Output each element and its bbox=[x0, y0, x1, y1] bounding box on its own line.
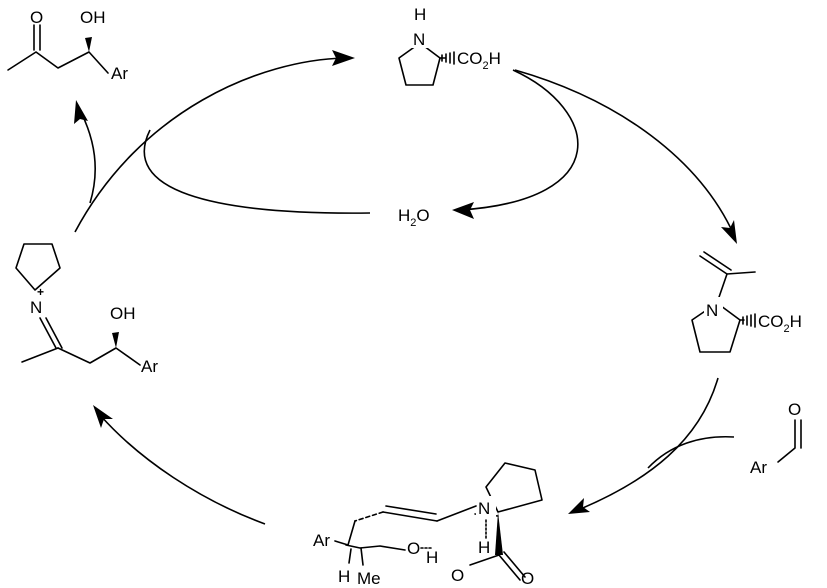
arrow-to-product bbox=[79, 109, 96, 204]
ts-methyl-label: Me bbox=[357, 569, 381, 588]
aldehyde-oxygen-label: O bbox=[788, 400, 801, 419]
arrow-water-loop-right bbox=[459, 69, 579, 211]
ts-oxygen-label: O bbox=[407, 539, 420, 558]
iminium-charge-label: + bbox=[37, 285, 44, 299]
product-ketone-oxygen: O bbox=[30, 8, 43, 27]
proline-carboxyl-label: CO2H bbox=[457, 49, 501, 72]
arrow-to-enamine bbox=[514, 69, 735, 236]
arrow-water-loop-left bbox=[143, 129, 371, 214]
aldol-product-structure: O OH Ar bbox=[7, 8, 128, 83]
ts-carbonyl-oxygen-label: O bbox=[521, 569, 534, 588]
product-hydroxyl-label: OH bbox=[80, 8, 106, 27]
ts-nitrogen-label: N bbox=[478, 499, 490, 518]
ts-aryl-label: Ar bbox=[313, 531, 330, 550]
arrow-aldehyde-entry bbox=[647, 435, 735, 469]
enamine-carboxyl-label: CO2H bbox=[758, 312, 802, 335]
ts-nh-label: H bbox=[478, 538, 490, 557]
proline-nh-label: H bbox=[414, 5, 426, 24]
ts-bridge-hydrogen-label: H bbox=[426, 548, 438, 567]
proline-nitrogen-label: N bbox=[413, 30, 425, 49]
aldehyde-aryl-label: Ar bbox=[750, 458, 767, 477]
product-aryl-label: Ar bbox=[111, 64, 128, 83]
aldehyde-structure: O Ar bbox=[750, 400, 802, 477]
arrow-to-iminium bbox=[99, 414, 266, 525]
enamine-nitrogen-label: N bbox=[706, 301, 718, 320]
proline-structure: N H CO2H bbox=[398, 5, 501, 86]
ts-hydrogen-label: H bbox=[338, 567, 350, 586]
enamine-structure: N CO2H bbox=[691, 251, 802, 353]
iminium-structure: N + OH Ar bbox=[15, 243, 158, 376]
arrow-to-proline bbox=[74, 57, 346, 233]
iminium-hydroxyl-label: OH bbox=[110, 304, 136, 323]
arrow-to-transition-state bbox=[577, 377, 719, 511]
water-label: H2O bbox=[398, 206, 430, 229]
ts-carboxyl-oxygen-label: O bbox=[451, 566, 464, 585]
reaction-arrows bbox=[74, 50, 737, 525]
transition-state-structure: N Ar H Me O H H O O bbox=[313, 462, 543, 588]
iminium-aryl-label: Ar bbox=[141, 357, 158, 376]
iminium-nitrogen-label: N bbox=[30, 298, 42, 317]
